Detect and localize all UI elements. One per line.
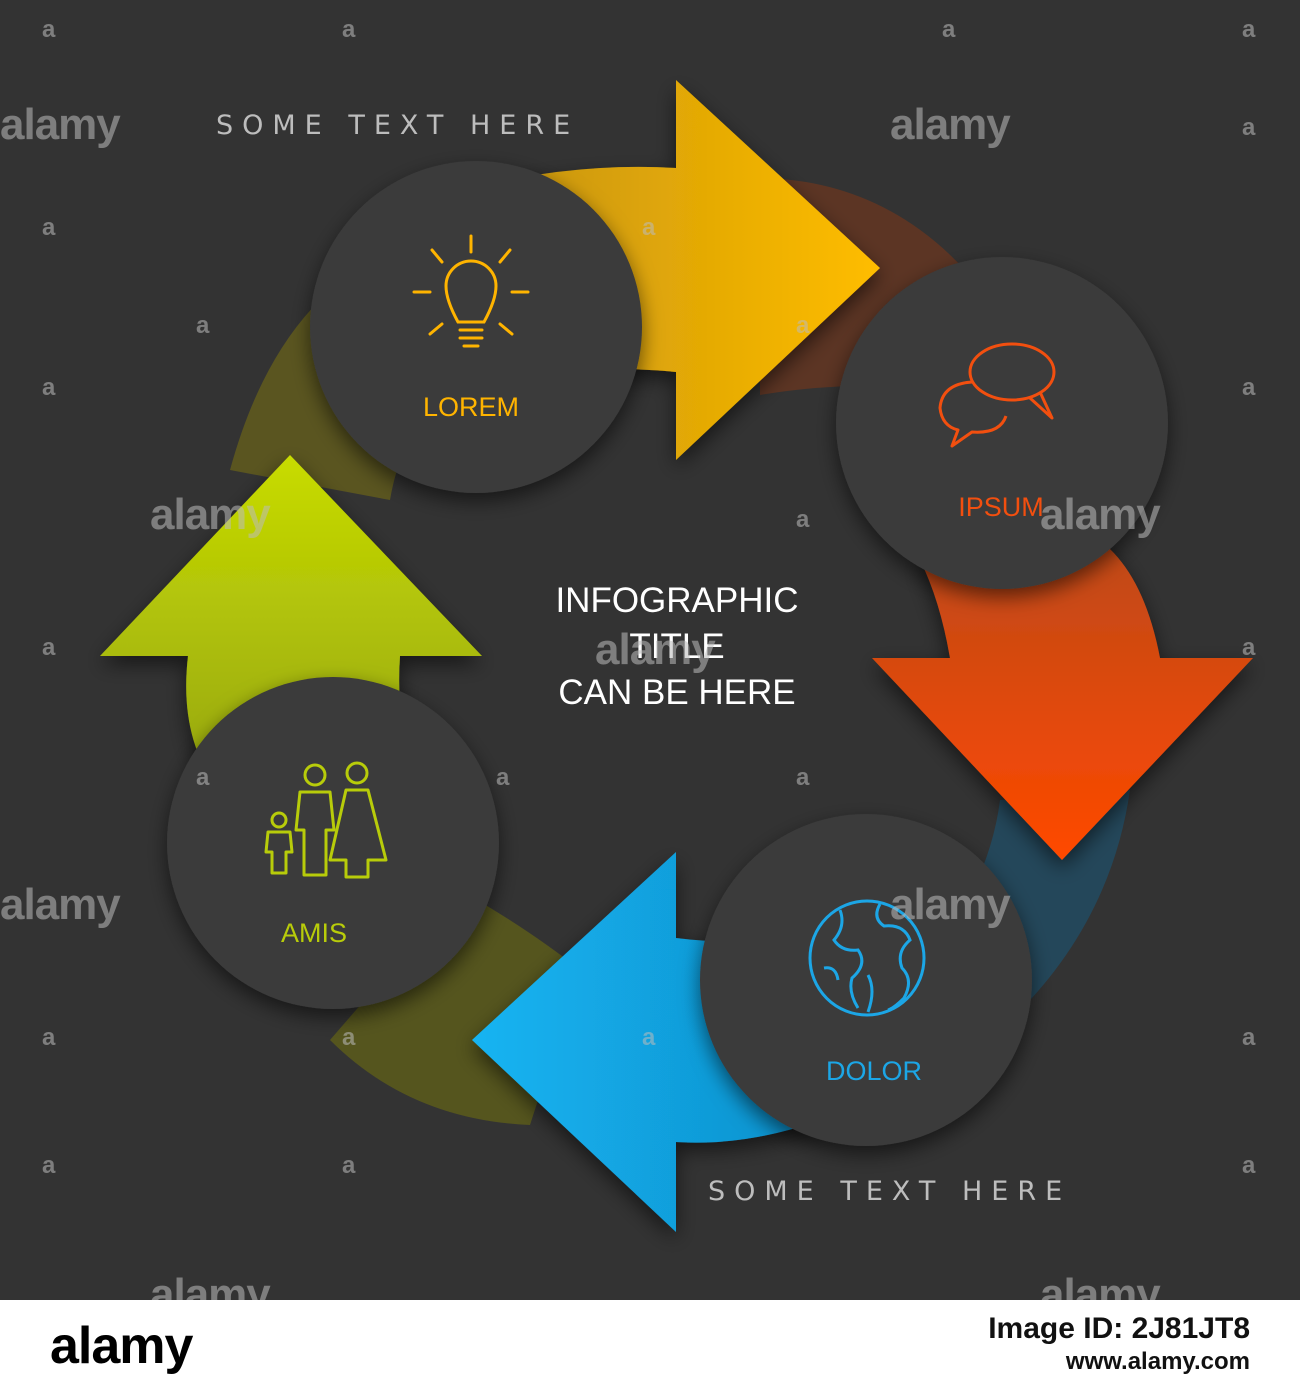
step-circle-lorem <box>310 161 642 493</box>
title-line-3: CAN BE HERE <box>558 673 796 712</box>
watermark-mark: a <box>42 16 56 43</box>
watermark-mark: a <box>342 16 356 43</box>
step-label-lorem: LOREM <box>422 392 520 422</box>
cycle-diagram <box>100 80 1253 1232</box>
title-line-2: TITLE <box>629 627 725 666</box>
watermark-mark: a <box>642 1024 656 1051</box>
watermark-mark: a <box>1242 1152 1256 1179</box>
watermark-mark: a <box>42 634 56 661</box>
watermark: alamy <box>1040 1270 1161 1300</box>
infographic-title: INFOGRAPHIC TITLE CAN BE HERE <box>520 578 834 716</box>
watermark-mark: a <box>342 1024 356 1051</box>
step-label-ipsum: IPSUM <box>958 492 1044 522</box>
globe-icon <box>808 899 926 1017</box>
family-icon <box>264 761 388 879</box>
watermark-mark: a <box>196 764 210 791</box>
watermark: alamy <box>1040 490 1161 539</box>
watermark-mark: a <box>196 312 210 339</box>
watermark-mark: a <box>1242 634 1256 661</box>
step-label-amis: AMIS <box>280 918 347 948</box>
watermark-mark: a <box>42 214 56 241</box>
image-id: Image ID: 2J81JT8 <box>988 1312 1250 1345</box>
watermark-mark: a <box>1242 374 1256 401</box>
watermark-mark: a <box>1242 1024 1256 1051</box>
watermark-mark: a <box>496 764 510 791</box>
watermark-mark: a <box>342 1152 356 1179</box>
step-label-dolor: DOLOR <box>825 1056 923 1086</box>
speech-bubbles-icon <box>938 342 1056 448</box>
watermark: alamy <box>150 490 271 539</box>
infographic-canvas: SOME TEXT HERE SOME TEXT HERE INFOGRAPHI… <box>0 16 1256 1300</box>
watermark: alamy <box>150 1270 271 1300</box>
watermark-mark: a <box>796 312 810 339</box>
watermark: alamy <box>0 100 121 149</box>
watermark-mark: a <box>42 1024 56 1051</box>
step-circle-dolor <box>700 814 1032 1146</box>
watermark-mark: a <box>796 506 810 533</box>
watermark-mark: a <box>42 1152 56 1179</box>
watermark-mark: a <box>1242 114 1256 141</box>
caption-top: SOME TEXT HERE <box>216 110 580 141</box>
site-url: www.alamy.com <box>1065 1348 1250 1375</box>
arrow-orange <box>872 517 1253 860</box>
watermark-mark: a <box>942 16 956 43</box>
watermark-mark: a <box>1242 16 1256 43</box>
watermark-mark: a <box>796 764 810 791</box>
watermark: alamy <box>890 880 1011 929</box>
watermark: alamy <box>595 625 716 674</box>
footer-bar: alamy Image ID: 2J81JT8 www.alamy.com <box>0 1300 1300 1390</box>
watermark-mark: a <box>42 374 56 401</box>
caption-bottom: SOME TEXT HERE <box>708 1176 1072 1207</box>
footer-meta: Image ID: 2J81JT8 www.alamy.com <box>988 1312 1250 1376</box>
watermark: alamy <box>0 880 121 929</box>
footer-logo: alamy <box>50 1317 193 1375</box>
watermark: alamy <box>890 100 1011 149</box>
lightbulb-icon <box>412 234 530 348</box>
watermark-mark: a <box>642 214 656 241</box>
title-line-1: INFOGRAPHIC <box>555 581 799 620</box>
